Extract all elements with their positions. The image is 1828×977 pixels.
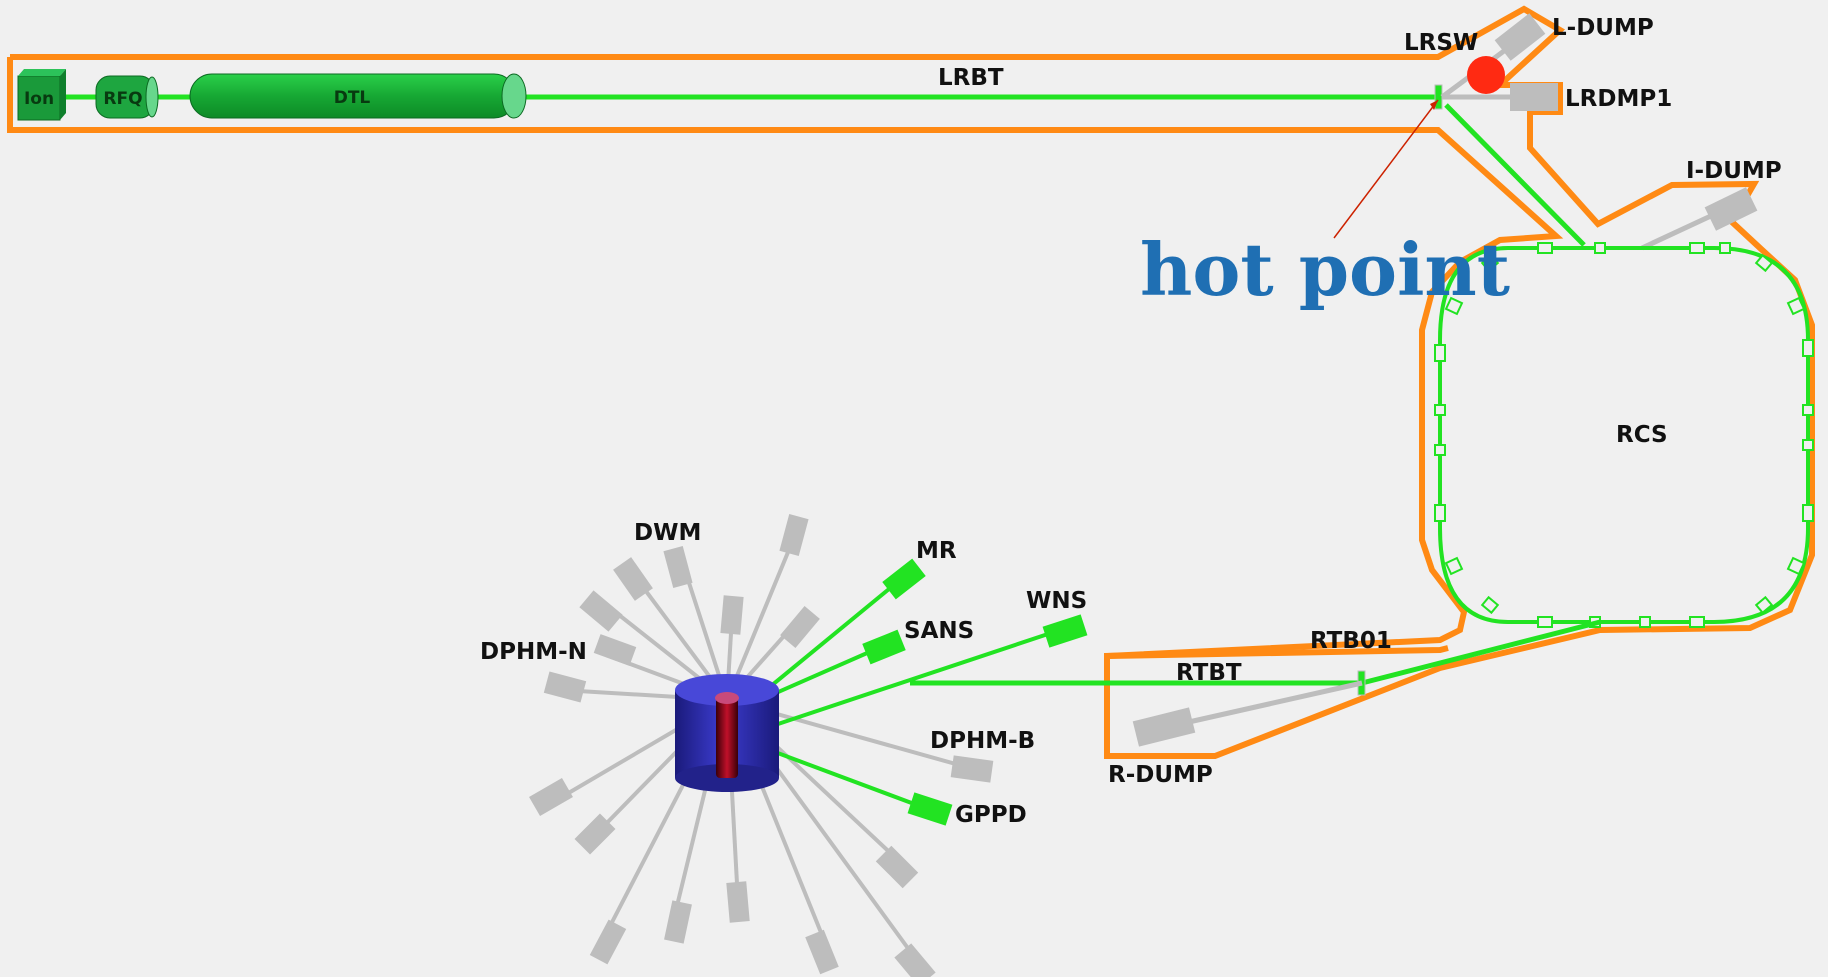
dphm-b-label: DPHM-B (930, 728, 1035, 754)
lrdmp1-label: LRDMP1 (1565, 86, 1672, 112)
rcs-label: RCS (1616, 422, 1668, 448)
inactive-instrument-blocks (529, 514, 994, 977)
i-dump-label: I-DUMP (1686, 158, 1782, 184)
rfq-label: RFQ (103, 89, 142, 109)
rtbt-label: RTBT (1176, 660, 1242, 686)
target-station-icon (675, 674, 779, 792)
gppd-label: GPPD (955, 802, 1027, 828)
mr-label: MR (916, 538, 957, 564)
dwm-label: DWM (634, 520, 701, 546)
hot-point-label: hot point (1140, 227, 1510, 312)
dtl: DTL (189, 73, 527, 119)
rtbt-beamline (1361, 619, 1601, 686)
ion-label: Ion (24, 89, 54, 109)
r-dump-label: R-DUMP (1108, 762, 1213, 788)
shielding-outline-upper (7, 57, 1564, 659)
dphm-n-label: DPHM-N (480, 639, 587, 665)
l-dump-block (1494, 13, 1546, 61)
rcs-ring (1438, 246, 1810, 624)
rtb01-label: RTB01 (1310, 628, 1392, 654)
rfq: RFQ (95, 75, 159, 119)
wns-label: WNS (1026, 588, 1087, 614)
injection-line (1444, 103, 1586, 247)
i-dump-block (1704, 187, 1758, 231)
lrdmp1-block (1510, 83, 1558, 111)
lrbt-label: LRBT (938, 65, 1004, 91)
lrsw-label: LRSW (1404, 30, 1478, 56)
hot-point-pointer (1333, 99, 1439, 239)
lrsw-switch (1434, 84, 1443, 110)
l-dump-label: L-DUMP (1552, 15, 1654, 41)
ion-source: Ion (17, 69, 66, 121)
hot-point-arrowhead (1430, 100, 1438, 110)
hot-point-marker-icon (1467, 56, 1505, 94)
active-instrument-blocks (862, 558, 1088, 826)
sans-label: SANS (904, 618, 974, 644)
r-dump-block (1132, 707, 1196, 747)
dtl-label: DTL (334, 88, 371, 108)
r-dump-line (1179, 680, 1363, 727)
